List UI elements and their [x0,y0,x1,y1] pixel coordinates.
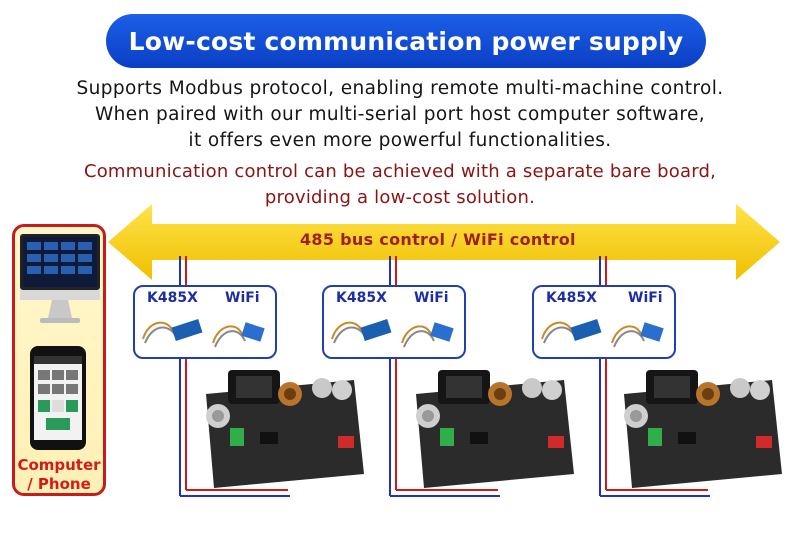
module-box-3: K485X WiFi [532,285,676,359]
bus-label: 485 bus control / WiFi control [300,230,576,249]
device-label-line-1: Computer [17,456,101,474]
monitor-icon [20,234,100,323]
bus-arrow [108,204,780,280]
k485x-label: K485X [147,290,198,306]
wifi-label: WiFi [628,290,663,306]
power-board-2 [416,370,574,488]
module-box-2: K485X WiFi [322,285,466,359]
module-boards-icon [541,319,664,348]
phone-icon [30,346,86,450]
description-line-2: When paired with our multi-serial port h… [94,104,706,125]
power-board-1 [206,370,364,488]
module-box-1: K485X WiFi [133,285,277,359]
highlight-line-1: Communication control can be achieved wi… [83,161,717,182]
module-boards-icon [331,319,454,348]
device-label-line-2: / Phone [27,475,91,493]
k485x-label: K485X [546,290,597,306]
power-board-3 [624,370,782,488]
description-line-3: it offers even more powerful functionali… [188,130,612,151]
module-boards-icon [142,319,265,348]
title-banner: Low-cost communication power supply [106,14,706,68]
wifi-label: WiFi [225,290,260,306]
wifi-label: WiFi [414,290,449,306]
k485x-label: K485X [336,290,387,306]
highlight-line-2: providing a low-cost solution. [264,187,536,208]
page-title: Low-cost communication power supply [128,26,684,56]
description-line-1: Supports Modbus protocol, enabling remot… [76,78,724,99]
